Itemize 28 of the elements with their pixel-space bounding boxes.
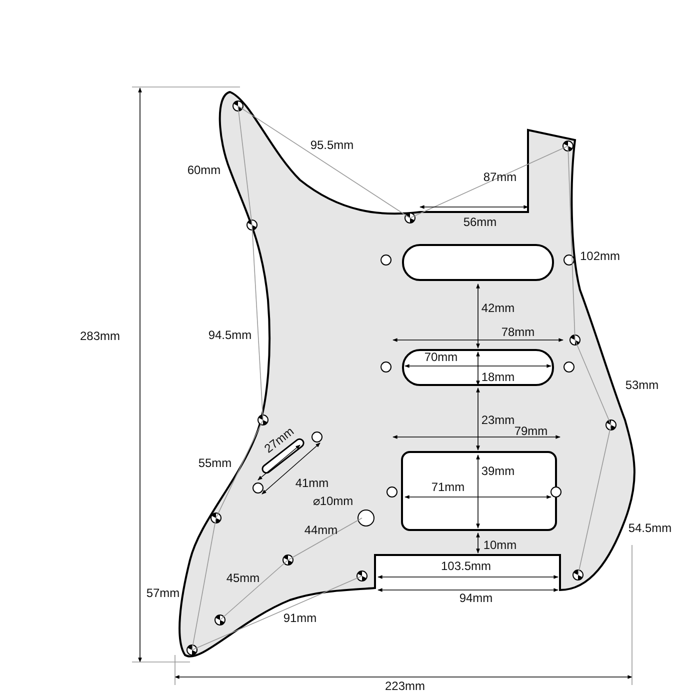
- dimension-label: 95.5mm: [310, 138, 354, 152]
- dimension-label: 10mm: [483, 538, 517, 552]
- dimension-label: 102mm: [580, 249, 620, 263]
- dimension-label: 18mm: [481, 370, 515, 384]
- dimension-label: 55mm: [198, 456, 232, 470]
- dimension-label: ⌀10mm: [312, 494, 354, 508]
- dimension-label: 70mm: [424, 350, 458, 364]
- dimension-label: 54.5mm: [628, 521, 672, 535]
- dimension-label: 57mm: [146, 586, 180, 600]
- dimension-label: 79mm: [514, 424, 548, 438]
- dimension-label: 41mm: [295, 476, 329, 490]
- dimension-label: 42mm: [481, 301, 515, 315]
- dimension-label: 44mm: [304, 523, 338, 537]
- dimension-label: 23mm: [481, 413, 515, 427]
- dimension-label: 39mm: [481, 464, 515, 478]
- dimension-label: 283mm: [80, 329, 120, 343]
- dimension-label: 103.5mm: [440, 559, 492, 573]
- dimension-label: 94.5mm: [208, 328, 252, 342]
- dimension-label: 56mm: [463, 215, 497, 229]
- dimension-label: 53mm: [625, 378, 659, 392]
- dimension-label: 71mm: [431, 480, 465, 494]
- dimension-label: 60mm: [187, 163, 221, 177]
- dimension-label: 91mm: [283, 611, 317, 625]
- dimension-label: 223mm: [385, 679, 425, 693]
- dimension-label: 45mm: [226, 571, 260, 585]
- dimension-label: 94mm: [459, 591, 493, 605]
- dimension-label: 87mm: [483, 170, 517, 184]
- dimension-label: 78mm: [501, 325, 535, 339]
